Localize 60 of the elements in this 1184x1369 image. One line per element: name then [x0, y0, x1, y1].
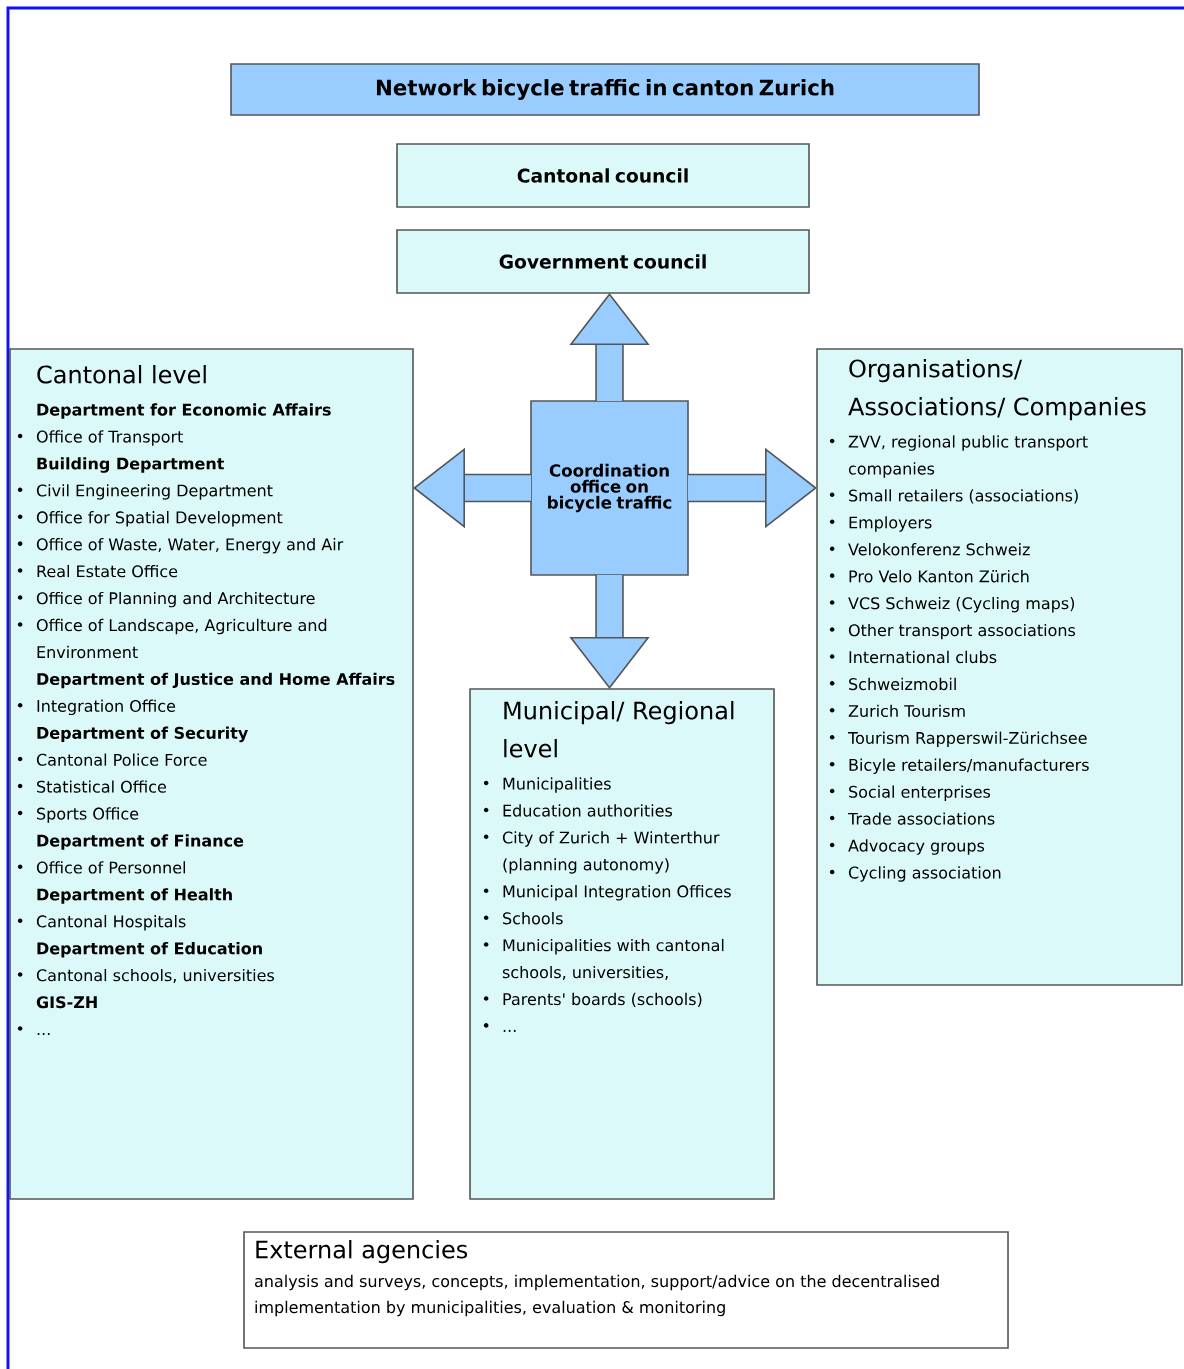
department-heading: Department of Security	[37, 726, 248, 743]
panel-box	[816, 348, 1183, 986]
list-item: ZVV, regional public transport companies	[848, 435, 1088, 478]
list-item: Velokonferenz Schweiz	[848, 543, 1030, 556]
list-item: Other transport associations	[848, 623, 1076, 640]
list-item: Office of Waste, Water, Energy and Air	[36, 538, 344, 554]
list-item: Statistical Office	[37, 780, 166, 793]
panel-heading: Municipal/ Regional level	[504, 701, 734, 758]
list-item: Schweizmobil	[849, 677, 956, 691]
department-heading: Department of Education	[37, 942, 262, 958]
list-item: Real Estate Office	[37, 564, 178, 578]
list-item: Parents' boards (schools)	[503, 992, 702, 1008]
department-heading: Department for Economic Affairs	[37, 403, 331, 419]
list-item: Municipalities with cantonal schools, universities,	[502, 938, 724, 980]
panel-heading: Cantonal level	[37, 365, 206, 384]
list-item: City of Zurich + Winterthur (planning autonomy)	[502, 831, 720, 874]
list-item: Cantonal Police Force	[36, 753, 207, 766]
list-item: Trade associations	[847, 812, 995, 825]
list-item: Office of Planning and Architecture	[36, 591, 315, 608]
panel-heading: External agencies	[256, 1240, 468, 1264]
list-item: Office for Spatial Development	[36, 511, 283, 527]
list-item: International clubs	[849, 650, 997, 664]
list-item: Sports Office	[37, 807, 139, 823]
list-item: Integration Office	[37, 699, 176, 716]
list-item: ...	[37, 1033, 50, 1035]
panel-heading: Organisations/ Associations/ Companies	[848, 359, 1146, 421]
list-item: Municipalities	[503, 777, 611, 793]
list-item: Advocacy groups	[848, 839, 985, 855]
council-box: Government council	[396, 229, 810, 294]
council-box: Cantonal council	[396, 143, 810, 208]
list-item: Schools	[503, 912, 563, 925]
list-item: Bicyle retailers/manufacturers	[849, 758, 1089, 775]
list-item: VCS Schweiz (Cycling maps)	[848, 596, 1075, 613]
list-item: Zurich Tourism	[848, 704, 965, 718]
description-text: analysis and surveys, concepts, implementation, support/advice on the decentralised implementation by municipalities, evaluation & monitoring	[254, 1274, 939, 1317]
list-item: Social enterprises	[849, 785, 991, 801]
list-item: Office of Personnel	[36, 861, 185, 874]
list-item: ...	[503, 1029, 516, 1032]
list-item: Education authorities	[503, 804, 673, 817]
department-heading: Building Department	[37, 457, 225, 473]
list-item: Civil Engineering Department	[36, 484, 273, 500]
list-item: Cantonal Hospitals	[36, 915, 186, 931]
department-heading: Department of Justice and Home Affairs	[37, 672, 395, 689]
coordination-box: Coordination office on bicycle traffic	[530, 400, 689, 576]
panel-box	[469, 688, 775, 1200]
agency-box	[243, 1231, 1009, 1349]
list-item: Pro Velo Kanton Zürich	[849, 570, 1029, 583]
department-heading: Department of Finance	[37, 834, 244, 850]
department-heading: Department of Health	[37, 888, 232, 904]
panel-box	[9, 348, 414, 1200]
list-item: Office of Transport	[36, 430, 183, 446]
list-item: Cycling association	[848, 866, 1001, 882]
list-item: Employers	[849, 516, 932, 532]
department-heading: GIS-ZH	[36, 996, 97, 1009]
title-box: Network bicycle traffic in canton Zurich	[230, 63, 980, 116]
list-item: Office of Landscape, Agriculture and Environment	[36, 618, 327, 659]
list-item: Municipal Integration Offices	[503, 885, 731, 901]
list-item: Cantonal schools, universities	[36, 968, 274, 983]
list-item: Tourism Rapperswil-Zürichsee	[847, 731, 1087, 748]
list-item: Small retailers (associations)	[849, 489, 1078, 504]
